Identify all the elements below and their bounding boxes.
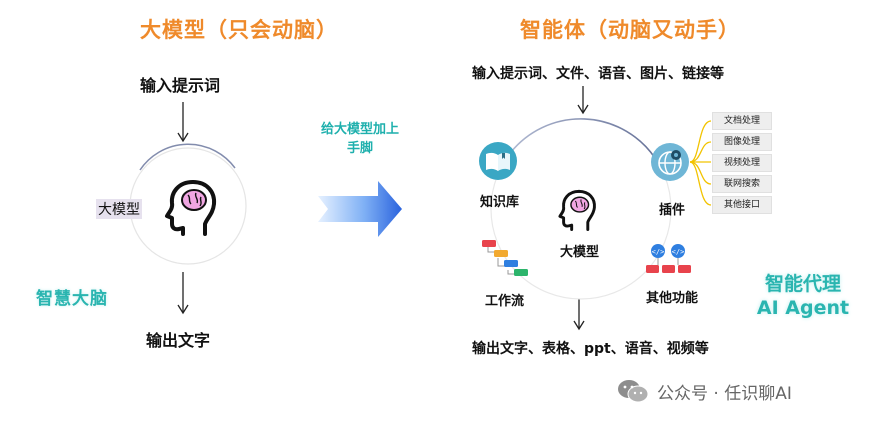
right-input-arrow	[577, 86, 589, 115]
right-brain-icon	[557, 187, 601, 235]
left-brain-icon	[163, 176, 223, 240]
left-input-label: 输入提示词	[140, 76, 221, 95]
plugin-connectors	[689, 120, 712, 206]
left-input-arrow	[177, 102, 189, 143]
left-output-label: 输出文字	[146, 331, 211, 350]
right-core-label: 大模型	[560, 245, 600, 260]
agent-label-cn: 智能代理	[764, 273, 841, 295]
middle-arrow-label-line1: 给大模型加上	[320, 122, 399, 137]
agent-label-en: AI Agent	[756, 297, 850, 319]
agent-label: 智能代理 AI Agent	[748, 272, 858, 320]
plugin-item-other: 其他接口	[712, 196, 772, 214]
right-input-label: 输入提示词、文件、语音、图片、链接等	[472, 66, 724, 82]
wechat-icon	[618, 380, 649, 403]
plugin-item-search: 联网搜索	[712, 175, 772, 193]
transform-arrow	[318, 181, 402, 237]
plugin-item-image: 图像处理	[712, 133, 772, 151]
plugin-item-doc: 文档处理	[712, 112, 772, 130]
watermark-text: 公众号 · 任识聊AI	[657, 383, 792, 404]
workflow-icon	[480, 238, 530, 284]
middle-arrow-label: 给大模型加上 手脚	[300, 120, 420, 158]
svg-text:</>: </>	[672, 248, 685, 256]
right-output-arrow	[573, 299, 585, 331]
left-output-arrow	[177, 272, 189, 315]
globe-gear-icon	[650, 142, 690, 186]
knowledge-label: 知识库	[480, 195, 520, 210]
plugin-label: 插件	[659, 203, 686, 218]
plugin-item-video: 视频处理	[712, 154, 772, 172]
left-side-label: 智慧大脑	[36, 289, 108, 309]
workflow-label: 工作流	[485, 294, 525, 309]
left-core-label: 大模型	[96, 199, 142, 219]
other-label: 其他功能	[646, 291, 699, 306]
right-title: 智能体（动脑又动手）	[520, 18, 740, 42]
middle-arrow-label-line2: 手脚	[346, 141, 373, 156]
code-blocks-icon: </> </>	[644, 243, 696, 283]
svg-text:</>: </>	[652, 248, 665, 256]
left-title: 大模型（只会动脑）	[140, 18, 338, 42]
watermark: 公众号 · 任识聊AI	[617, 378, 792, 404]
book-icon	[478, 141, 518, 185]
right-output-label: 输出文字、表格、ppt、语音、视频等	[472, 341, 709, 357]
